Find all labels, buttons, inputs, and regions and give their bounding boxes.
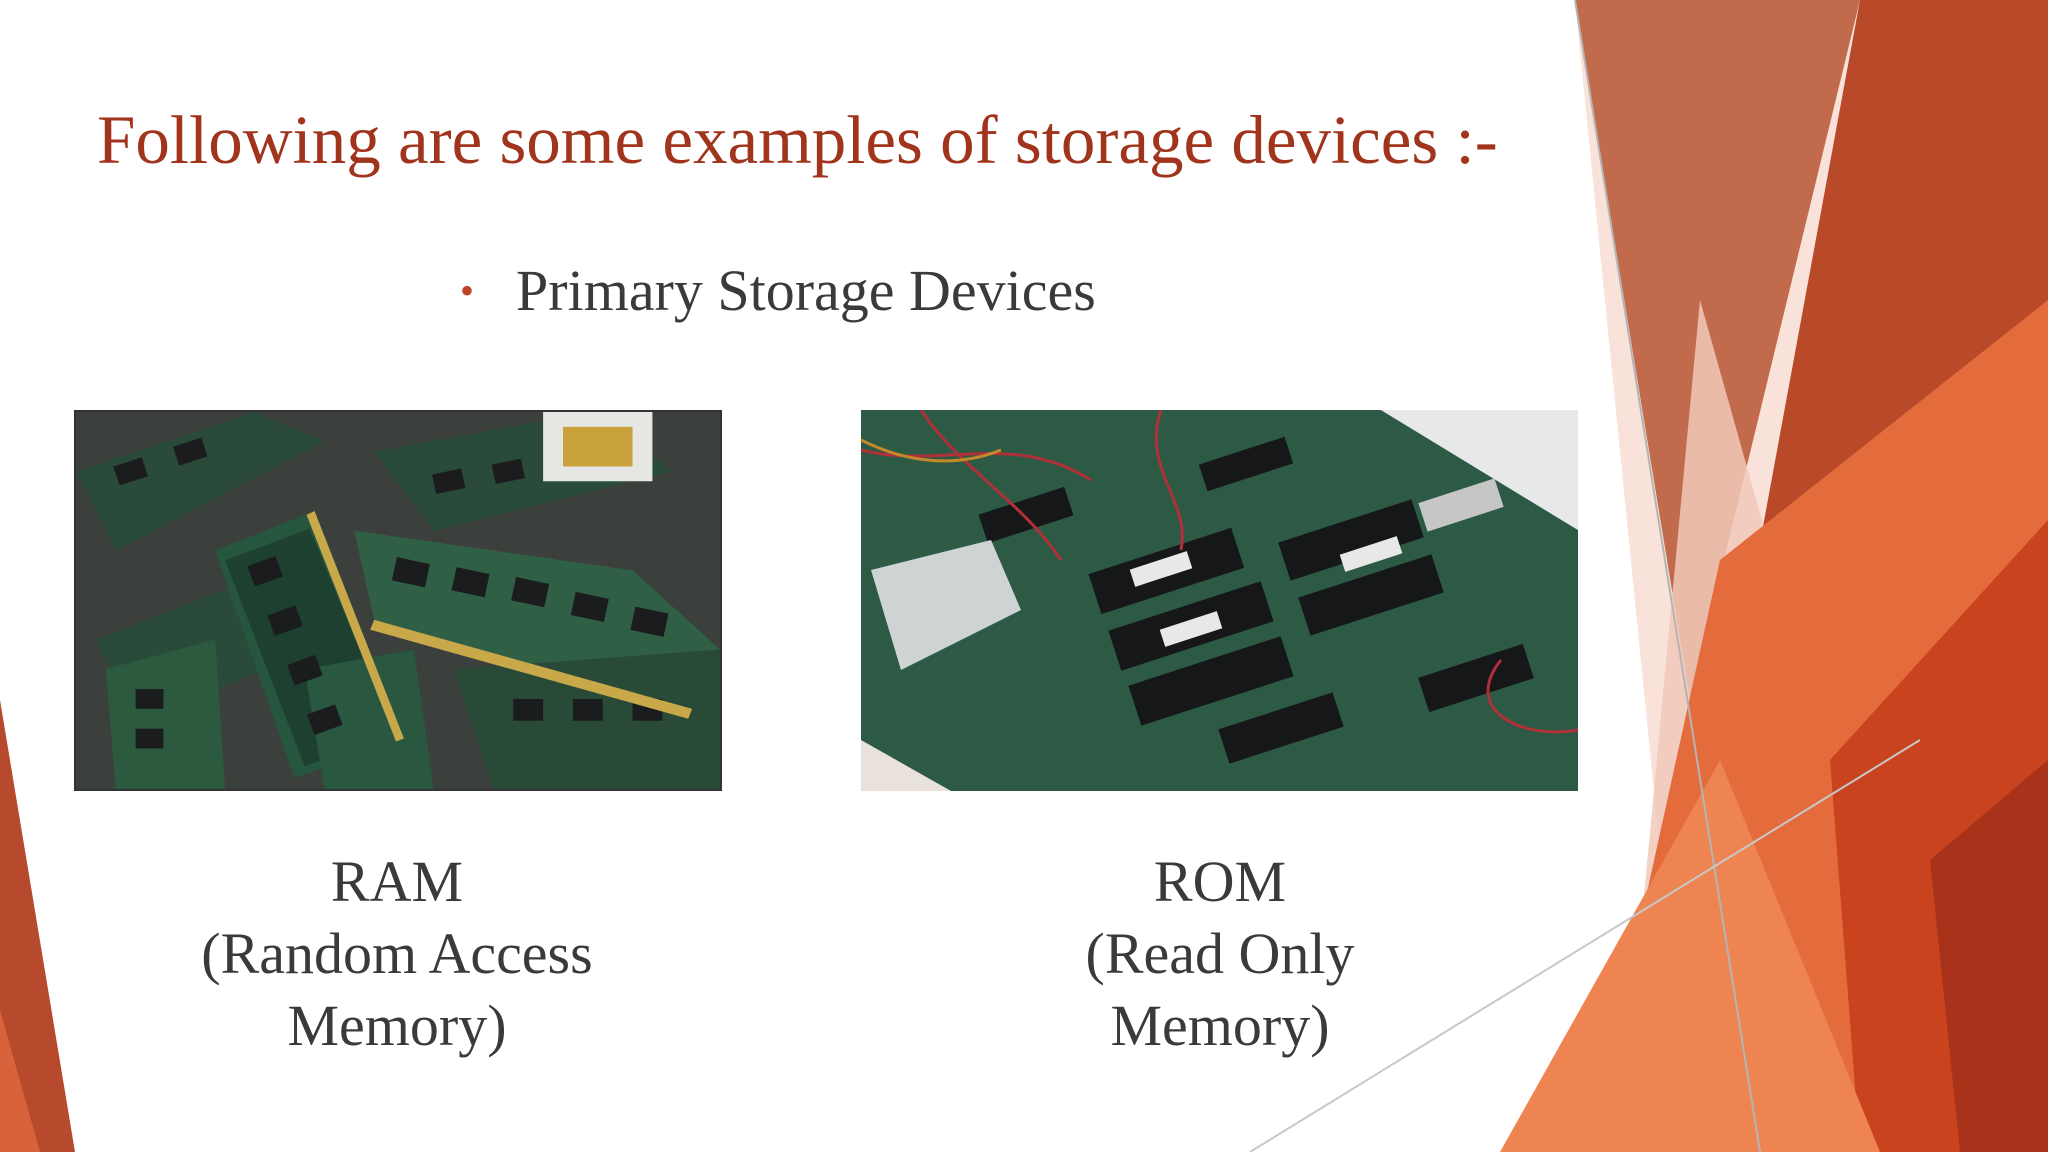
rom-caption-line-1: ROM xyxy=(1153,849,1287,914)
ram-image xyxy=(74,410,722,791)
rom-caption-line-3: Memory) xyxy=(1110,993,1330,1058)
rom-caption: ROM (Read Only Memory) xyxy=(970,846,1470,1062)
bullet-marker: • xyxy=(460,268,475,313)
rom-image xyxy=(861,410,1578,791)
slide-title: Following are some examples of storage d… xyxy=(97,102,1498,178)
bullet-item: •Primary Storage Devices xyxy=(460,262,1096,320)
ram-caption-line-1: RAM xyxy=(330,849,464,914)
ram-caption-line-3: Memory) xyxy=(287,993,507,1058)
ram-caption-line-2: (Random Access xyxy=(201,921,593,986)
ram-caption: RAM (Random Access Memory) xyxy=(147,846,647,1062)
rom-caption-line-2: (Read Only xyxy=(1085,921,1355,986)
bullet-text: Primary Storage Devices xyxy=(516,258,1096,323)
